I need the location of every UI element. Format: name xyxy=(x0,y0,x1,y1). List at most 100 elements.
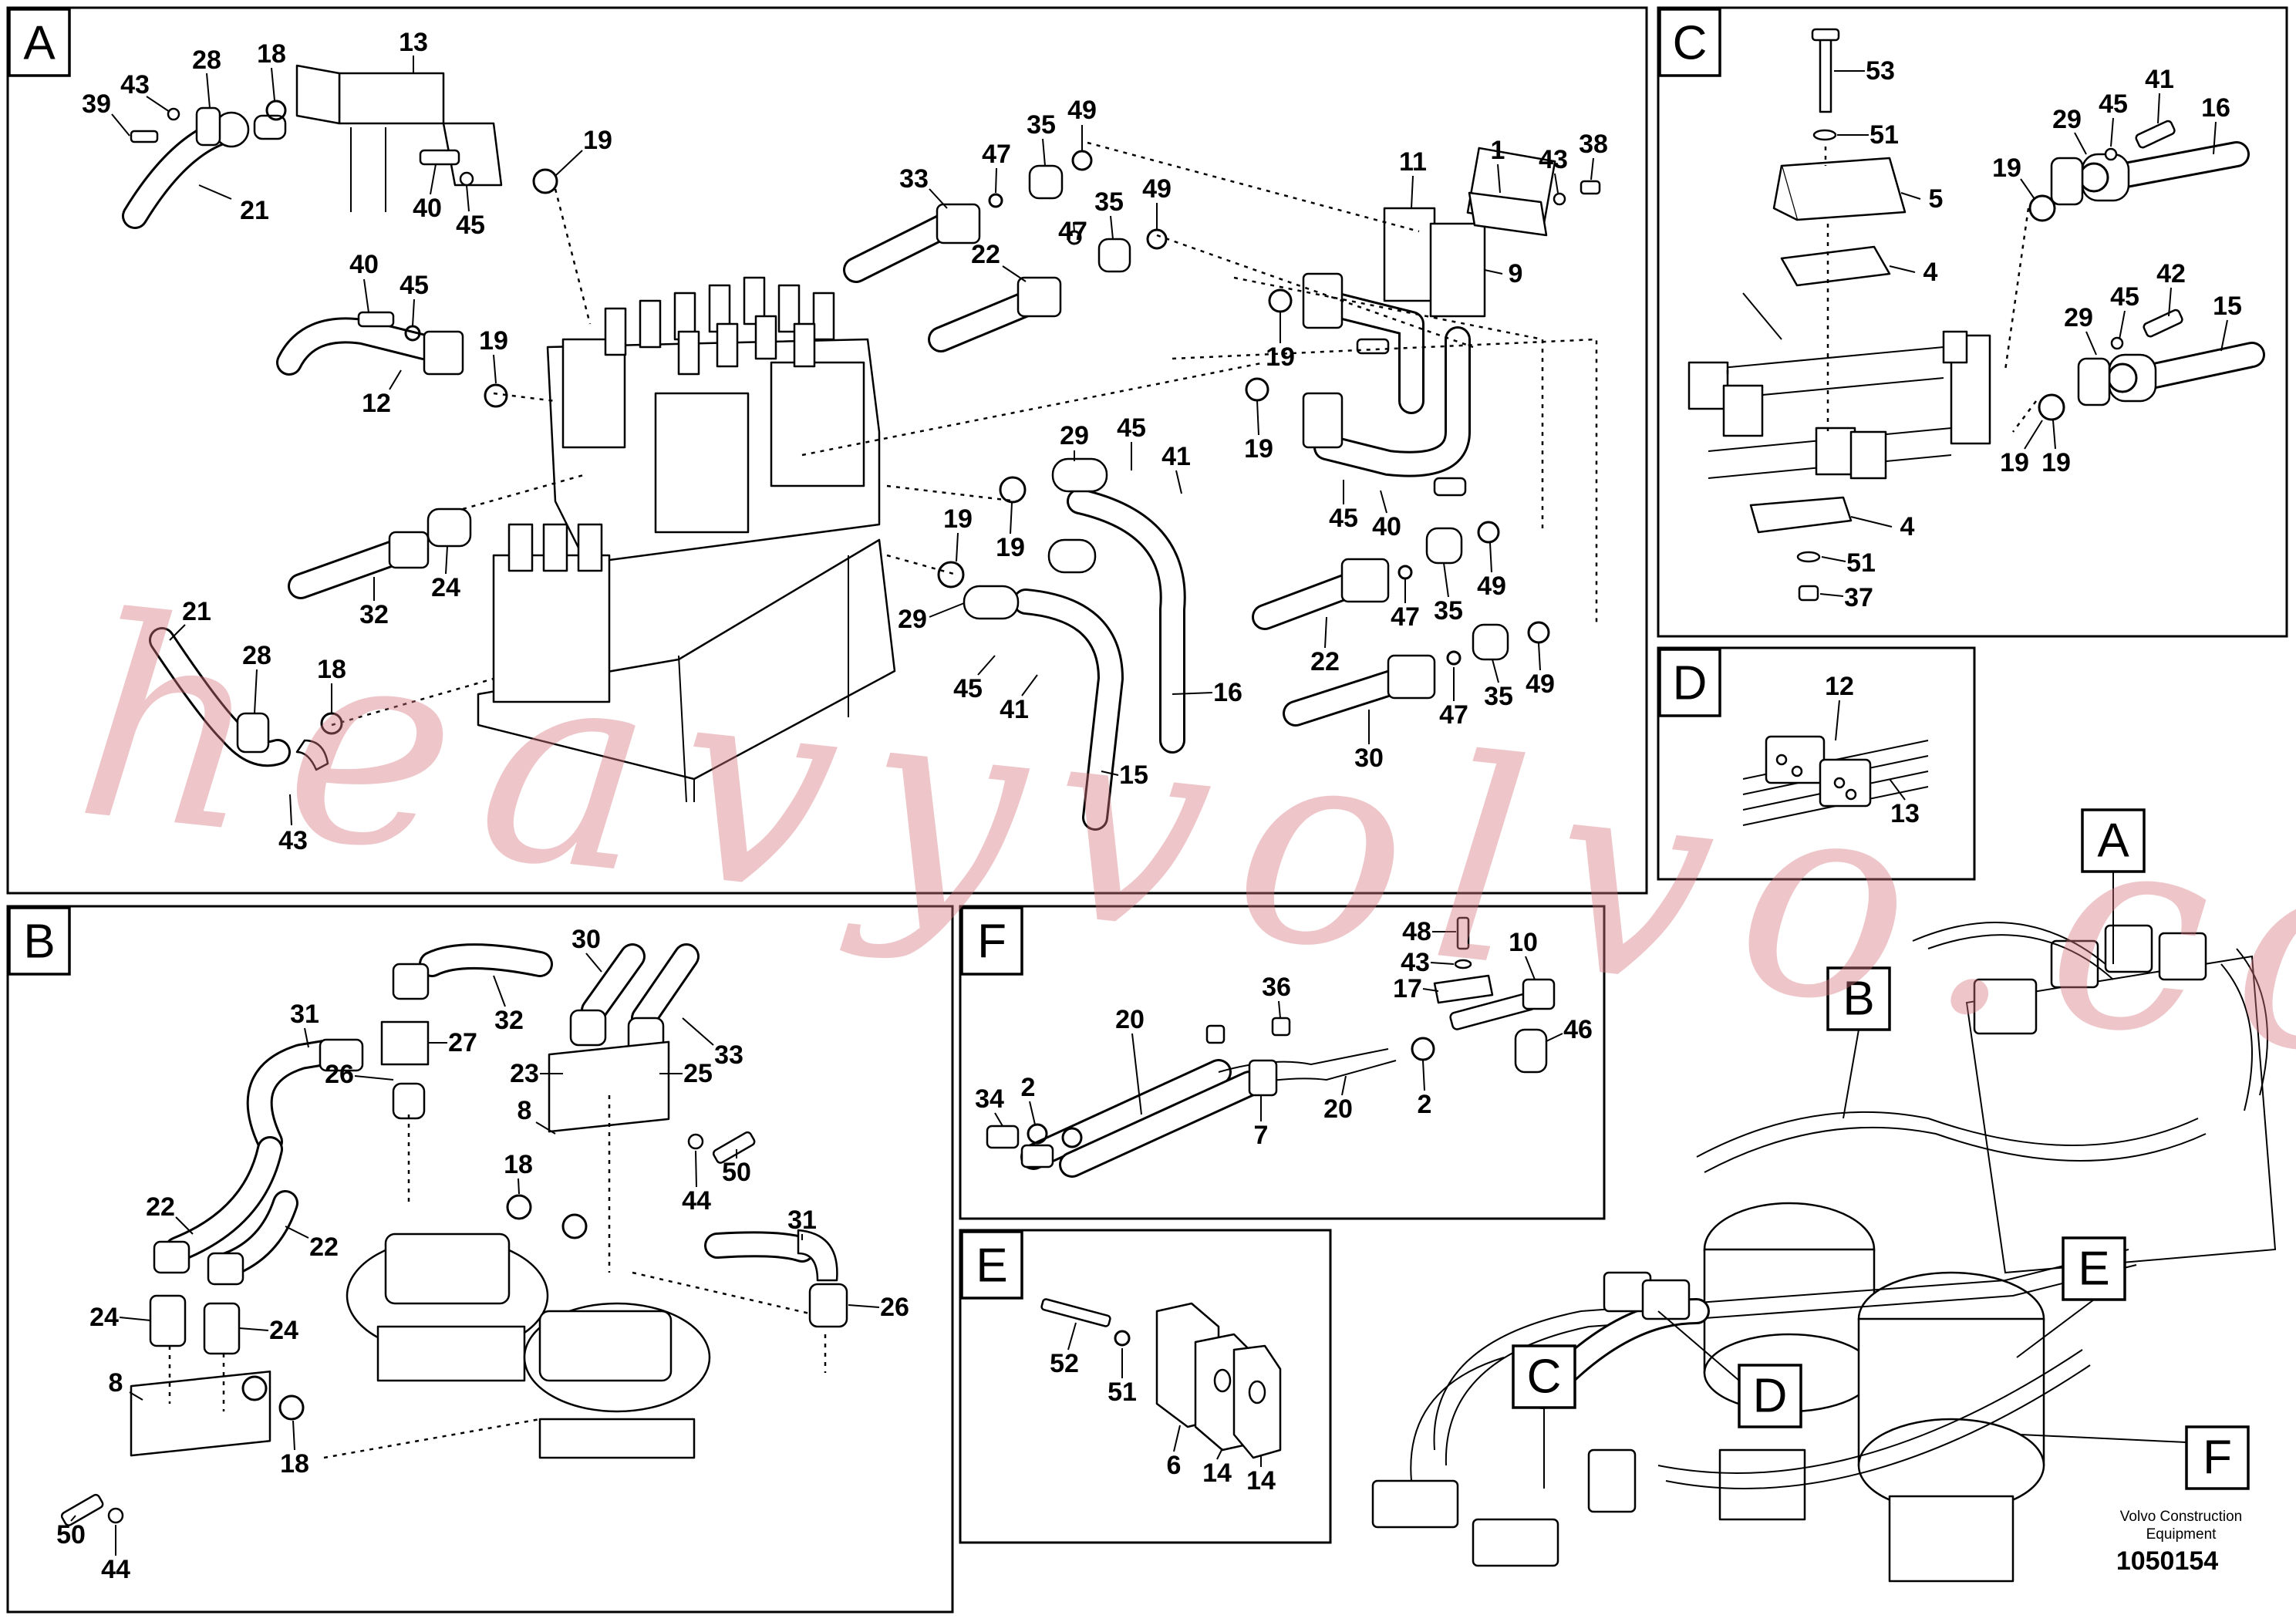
callout: 30 xyxy=(1354,744,1384,773)
callout: 47 xyxy=(982,140,1011,169)
callout: 24 xyxy=(269,1316,298,1345)
section-tag-c: C xyxy=(1658,8,1721,77)
overview-assembly xyxy=(1371,922,2277,1583)
overview-tag-c: C xyxy=(1512,1344,1576,1489)
callout: 19 xyxy=(1266,342,1295,372)
callout: 4 xyxy=(1923,258,1938,287)
callout: 51 xyxy=(1870,120,1899,150)
callout: 22 xyxy=(971,240,1000,269)
callout: 51 xyxy=(1108,1378,1137,1407)
callout: 19 xyxy=(2041,448,2071,477)
callout: 45 xyxy=(456,211,485,240)
footer-company: Volvo Construction xyxy=(2120,1509,2242,1525)
callouts-panel-b: 30 27 32 31 33 23 25 26 8 50 18 44 22 22… xyxy=(56,925,909,1584)
callout: 23 xyxy=(510,1059,539,1088)
callout: 35 xyxy=(1484,682,1513,711)
callout: 33 xyxy=(899,164,929,194)
callout: 19 xyxy=(479,326,508,356)
svg-text:D: D xyxy=(1753,1370,1788,1423)
section-tag-f: F xyxy=(960,906,1023,976)
callout: 2 xyxy=(1418,1090,1432,1119)
callout: 18 xyxy=(280,1449,309,1479)
callouts-panel-a: 39 43 28 18 13 19 40 45 21 40 45 19 12 3… xyxy=(82,28,1608,855)
callout: 41 xyxy=(1161,442,1191,471)
callout: 41 xyxy=(1000,695,1029,724)
callout: 39 xyxy=(82,89,111,119)
callout: 45 xyxy=(1329,504,1358,533)
callout: 53 xyxy=(1866,56,1895,86)
callout: 12 xyxy=(362,389,391,418)
callout: 10 xyxy=(1509,928,1538,957)
callout: 40 xyxy=(1372,512,1401,541)
callout: 5 xyxy=(1929,184,1944,214)
svg-text:F: F xyxy=(2203,1431,2232,1485)
svg-text:A: A xyxy=(23,17,56,70)
callout: 50 xyxy=(722,1158,751,1187)
svg-text:D: D xyxy=(1673,657,1708,710)
callout: 37 xyxy=(1844,583,1873,612)
callout: 19 xyxy=(2000,448,2029,477)
callout: 14 xyxy=(1246,1466,1276,1496)
section-tag-e: E xyxy=(960,1230,1023,1300)
callout: 38 xyxy=(1579,130,1608,159)
section-tag-b: B xyxy=(8,906,71,976)
callout: 47 xyxy=(1439,700,1468,730)
callout: 27 xyxy=(448,1028,477,1057)
callout: 49 xyxy=(1067,96,1097,125)
callout: 21 xyxy=(182,597,211,626)
callouts-panel-c: 53 51 41 45 29 16 19 5 4 42 45 29 15 19 … xyxy=(1819,56,2242,612)
callout: 40 xyxy=(349,250,379,279)
callout: 35 xyxy=(1027,110,1056,140)
callout: 29 xyxy=(1060,421,1089,450)
callout: 14 xyxy=(1202,1458,1232,1488)
callout: 28 xyxy=(242,641,271,670)
callout: 49 xyxy=(1477,572,1506,601)
callout: 43 xyxy=(120,70,150,99)
callout: 32 xyxy=(494,1006,524,1035)
callout: 45 xyxy=(2110,282,2139,312)
callout: 8 xyxy=(109,1368,123,1398)
panel-b-drawing xyxy=(60,943,848,1526)
callout: 48 xyxy=(1402,917,1431,946)
panel-f-frame xyxy=(959,905,1606,1220)
callout: 30 xyxy=(571,925,601,954)
callout: 19 xyxy=(996,533,1025,562)
callout: 18 xyxy=(257,39,286,69)
panel-e-drawing xyxy=(1040,1298,1282,1459)
overview-tag-b: B xyxy=(1826,966,1891,1119)
callout: 31 xyxy=(290,1000,319,1029)
callout: 24 xyxy=(431,573,460,602)
callout: 24 xyxy=(89,1303,119,1332)
callout: 20 xyxy=(1323,1094,1353,1124)
callout: 15 xyxy=(1119,760,1148,790)
callout: 49 xyxy=(1142,174,1172,204)
svg-text:E: E xyxy=(2078,1243,2109,1296)
callout: 44 xyxy=(101,1555,130,1584)
callout: 26 xyxy=(880,1293,909,1322)
callout: 19 xyxy=(1992,153,2021,183)
callout: 31 xyxy=(787,1206,817,1235)
callout: 13 xyxy=(1890,799,1920,828)
section-tag-d: D xyxy=(1658,648,1721,717)
callout: 45 xyxy=(400,271,429,300)
panel-d-drawing xyxy=(1742,735,1929,826)
callout: 22 xyxy=(146,1192,175,1222)
svg-text:E: E xyxy=(976,1239,1007,1293)
callout: 16 xyxy=(2201,93,2230,123)
svg-text:C: C xyxy=(1527,1351,1562,1404)
callout: 12 xyxy=(1825,672,1854,701)
callout: 35 xyxy=(1434,596,1463,626)
callout: 29 xyxy=(2052,105,2082,134)
panel-d-frame xyxy=(1657,646,1976,881)
callout: 46 xyxy=(1563,1015,1593,1044)
callout: 35 xyxy=(1094,187,1124,217)
callout: 36 xyxy=(1262,973,1291,1002)
overview-tag-a: A xyxy=(2081,808,2146,964)
svg-text:C: C xyxy=(1673,17,1708,70)
callout: 45 xyxy=(953,674,983,703)
callout: 16 xyxy=(1213,678,1242,707)
callout: 49 xyxy=(1526,669,1555,699)
callout: 19 xyxy=(1244,434,1273,464)
overview-tag-f: F xyxy=(2020,1425,2250,1490)
